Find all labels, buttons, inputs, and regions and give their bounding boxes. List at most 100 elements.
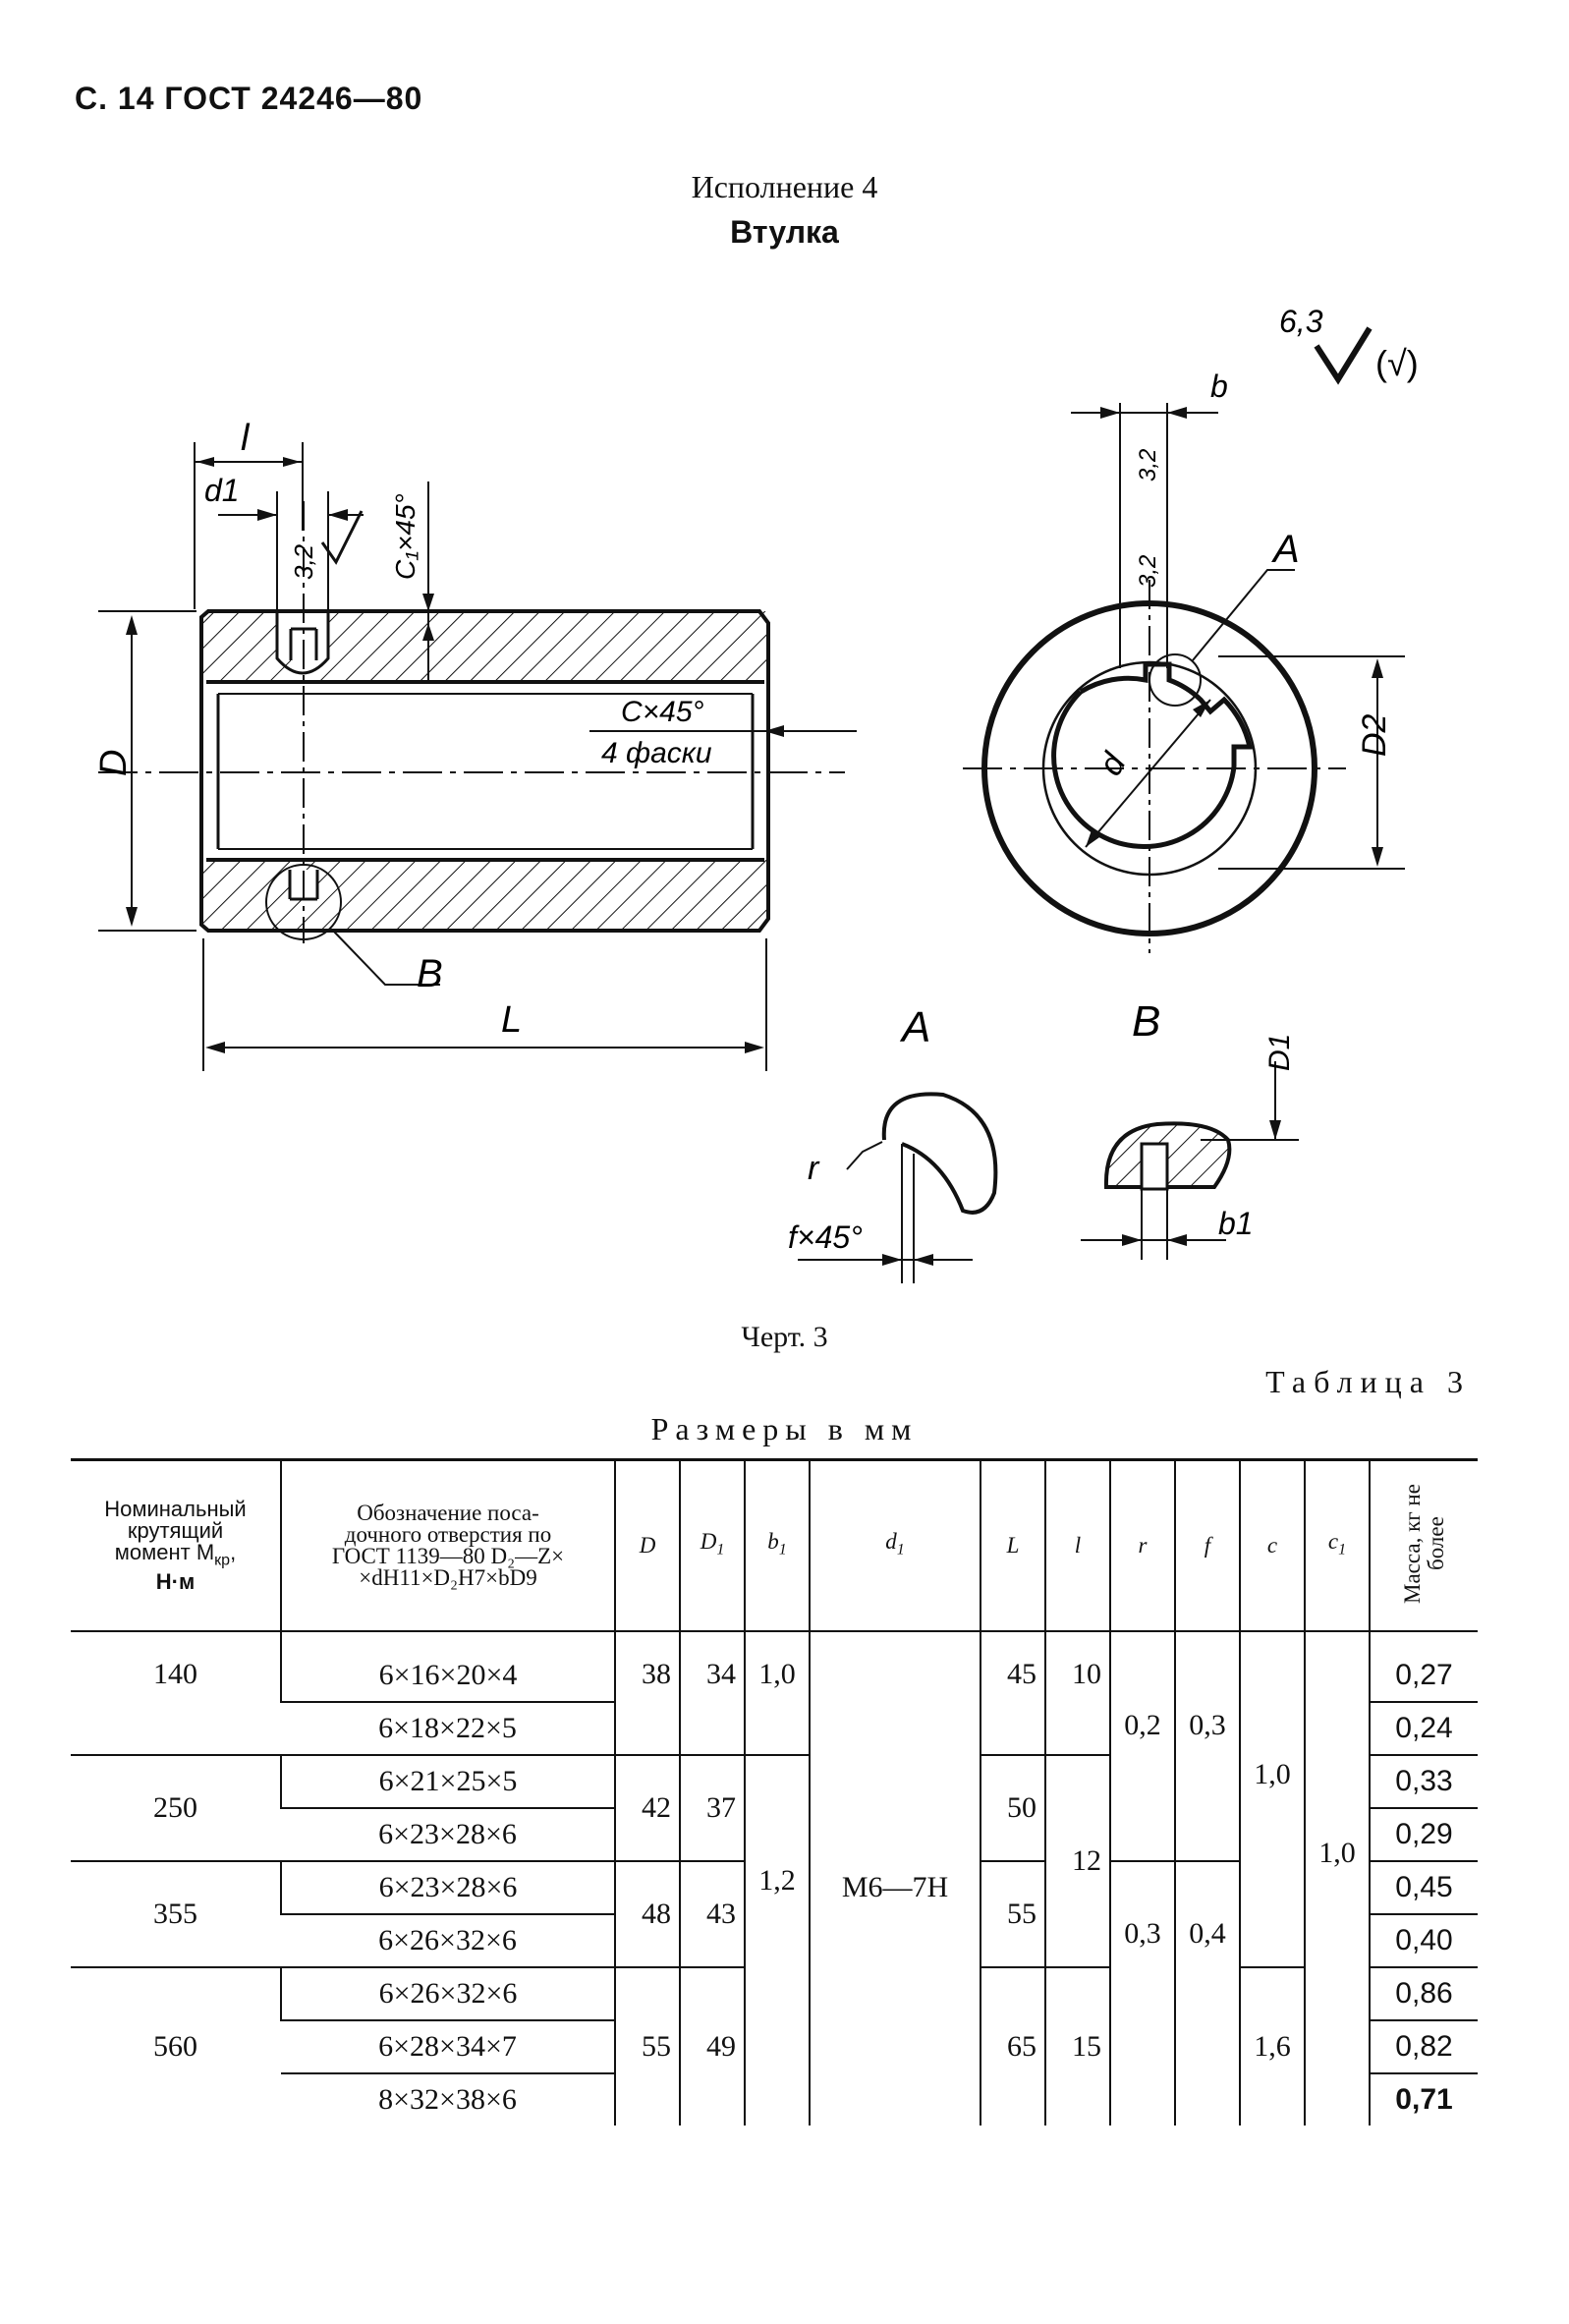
cell-c: 1,6	[1239, 1966, 1305, 2126]
cell-D: 42	[614, 1754, 680, 1861]
cell-mass: 0,33	[1369, 1754, 1478, 1808]
cell-torque-560: 560	[71, 1966, 281, 2126]
cell-L: 45	[980, 1650, 1045, 1755]
cell-r: 0,3	[1109, 1860, 1175, 2126]
cell-b1: 1,2	[744, 1754, 810, 2126]
detail-B-b1-label: b1	[1218, 1206, 1254, 1241]
detail-A-r-label: r	[808, 1150, 820, 1187]
cell-mass: 0,45	[1369, 1860, 1478, 1914]
header-D1-main: D	[700, 1528, 717, 1554]
cell-mass: 0,71	[1369, 2072, 1478, 2126]
callout-B-label: B	[417, 952, 443, 995]
header-torque-unit: Н·м	[155, 1569, 196, 1595]
header-L: L	[980, 1459, 1045, 1632]
table-row: 6×23×28×6 0,29	[71, 1807, 1478, 1861]
cell-designation: 6×28×34×7	[281, 2019, 615, 2073]
cell-l: 12	[1044, 1754, 1110, 1967]
header-l: l	[1044, 1459, 1110, 1632]
cell-c1: 1,0	[1304, 1650, 1370, 2126]
cell-l: 15	[1044, 1966, 1110, 2126]
header-b1-sub: 1	[778, 1541, 787, 1559]
b-roughness-label: 3,2	[1135, 449, 1161, 482]
technical-drawing: D L l d1 3,2 C₁×45° C×45° 4 фаски	[93, 304, 1419, 1283]
dim-D2-label: D2	[1356, 713, 1393, 757]
header-torque-line1: Номинальный	[104, 1496, 247, 1521]
table-row: 6×28×34×7 0,82	[71, 2019, 1478, 2073]
cell-mass: 0,40	[1369, 1913, 1478, 1967]
chamfer-c-label: C×45°	[621, 696, 704, 728]
cell-torque-355: 355	[71, 1860, 281, 1967]
dim-l-label: l	[241, 418, 251, 459]
header-D1: D1	[679, 1459, 745, 1632]
cell-L: 50	[980, 1754, 1045, 1861]
figure-caption: Черт. 3	[741, 1321, 828, 1353]
header-designation-line4: ×dH11×D₂H7×bD9	[359, 1565, 537, 1590]
cell-mass: 0,86	[1369, 1966, 1478, 2020]
header-torque-comma: ,	[230, 1539, 237, 1564]
cell-designation: 8×32×38×6	[281, 2072, 615, 2126]
cell-D: 55	[614, 1966, 680, 2126]
table-row: 6×26×32×6 0,40	[71, 1913, 1478, 1967]
cell-designation: 6×18×22×5	[281, 1701, 615, 1755]
header-b1-main: b	[767, 1528, 779, 1554]
chamfer-c1-label: C₁×45°	[390, 493, 420, 580]
table-row: 140 6×16×20×4 38 34 1,0 M6—7H 45 10 0,2 …	[71, 1650, 1478, 2126]
side-section-view: D L l d1 3,2 C₁×45° C×45° 4 фаски	[93, 418, 857, 1071]
cell-torque-140: 140	[153, 1658, 197, 1690]
header-D: D	[614, 1459, 680, 1632]
table-row: 250 6×21×25×5 42 37 1,2 50 12 0,33	[71, 1754, 1478, 2126]
header-r: r	[1109, 1459, 1175, 1632]
header-d1: d1	[809, 1459, 981, 1632]
cell-designation: 6×26×32×6	[281, 1913, 615, 1967]
header-c1-sub: 1	[1338, 1541, 1347, 1559]
table-units: Размеры в мм	[650, 1411, 919, 1446]
header-torque: Номинальный крутящий момент Mкр, Н·м	[71, 1459, 281, 1632]
cell-mass: 0,82	[1369, 2019, 1478, 2073]
detail-B-title: B	[1132, 997, 1160, 1046]
dim-d-label: d	[1092, 746, 1134, 781]
header-mass-text: Масса, кг не более	[1399, 1484, 1448, 1604]
cell-l: 10	[1044, 1650, 1110, 1755]
cell-D1: 49	[679, 1966, 745, 2126]
cell-c: 1,0	[1239, 1650, 1305, 1967]
dim-L-label: L	[501, 999, 522, 1041]
table-header-row: Номинальный крутящий момент Mкр, Н·м Обо…	[71, 1459, 1478, 1632]
cell-mass: 0,27	[1369, 1650, 1478, 1702]
cell-L: 65	[980, 1966, 1045, 2126]
header-f: f	[1174, 1459, 1240, 1632]
dim-b-label: b	[1210, 368, 1228, 404]
table-row: 560 6×26×32×6 55 49 65 15 1,6 0,86	[71, 1966, 1478, 2126]
roughness-paren: (√)	[1375, 343, 1419, 383]
roughness-symbol: 6,3 (√)	[1279, 304, 1419, 385]
header-d1-sub: 1	[896, 1541, 905, 1559]
cell-designation: 6×26×32×6	[280, 1966, 615, 2020]
header-torque-line2: крутящий	[127, 1517, 224, 1543]
header-designation-line2: дочного отверстия по	[344, 1522, 552, 1547]
chamfers-count-label: 4 фаски	[601, 737, 712, 769]
cell-r: 0,2	[1109, 1650, 1175, 1861]
cell-D1: 43	[679, 1860, 745, 1967]
detail-A-f-label: f×45°	[788, 1219, 863, 1255]
cell-torque-250: 250	[71, 1754, 281, 1861]
detail-B: B b1 D1	[1081, 997, 1299, 1260]
table-spacer-row	[71, 1631, 1478, 1650]
cell-D: 38	[614, 1650, 680, 1755]
cell-f: 0,4	[1174, 1860, 1240, 2126]
table-row: 6×18×22×5 0,24	[71, 1701, 1478, 1755]
dim-d1-label: d1	[204, 473, 240, 508]
header-D1-sub: 1	[716, 1541, 725, 1559]
cell-mass: 0,29	[1369, 1807, 1478, 1861]
cell-D1: 37	[679, 1754, 745, 1861]
cell-D1: 34	[679, 1650, 745, 1755]
header-designation-line1: Обозначение поса-	[357, 1501, 539, 1525]
slot-roughness-label: 3,2	[289, 543, 318, 580]
dim-D-label: D	[93, 750, 135, 776]
variant-title: Исполнение 4	[691, 169, 878, 204]
cell-D: 48	[614, 1860, 680, 1967]
header-c: c	[1239, 1459, 1305, 1632]
header-torque-line3: момент M	[114, 1539, 215, 1564]
header-mass: Масса, кг не более	[1369, 1459, 1478, 1632]
dimensions-table: Номинальный крутящий момент Mкр, Н·м Обо…	[71, 1458, 1478, 2126]
detail-A-title: A	[899, 1003, 930, 1051]
cell-designation: 6×23×28×6	[281, 1807, 615, 1861]
